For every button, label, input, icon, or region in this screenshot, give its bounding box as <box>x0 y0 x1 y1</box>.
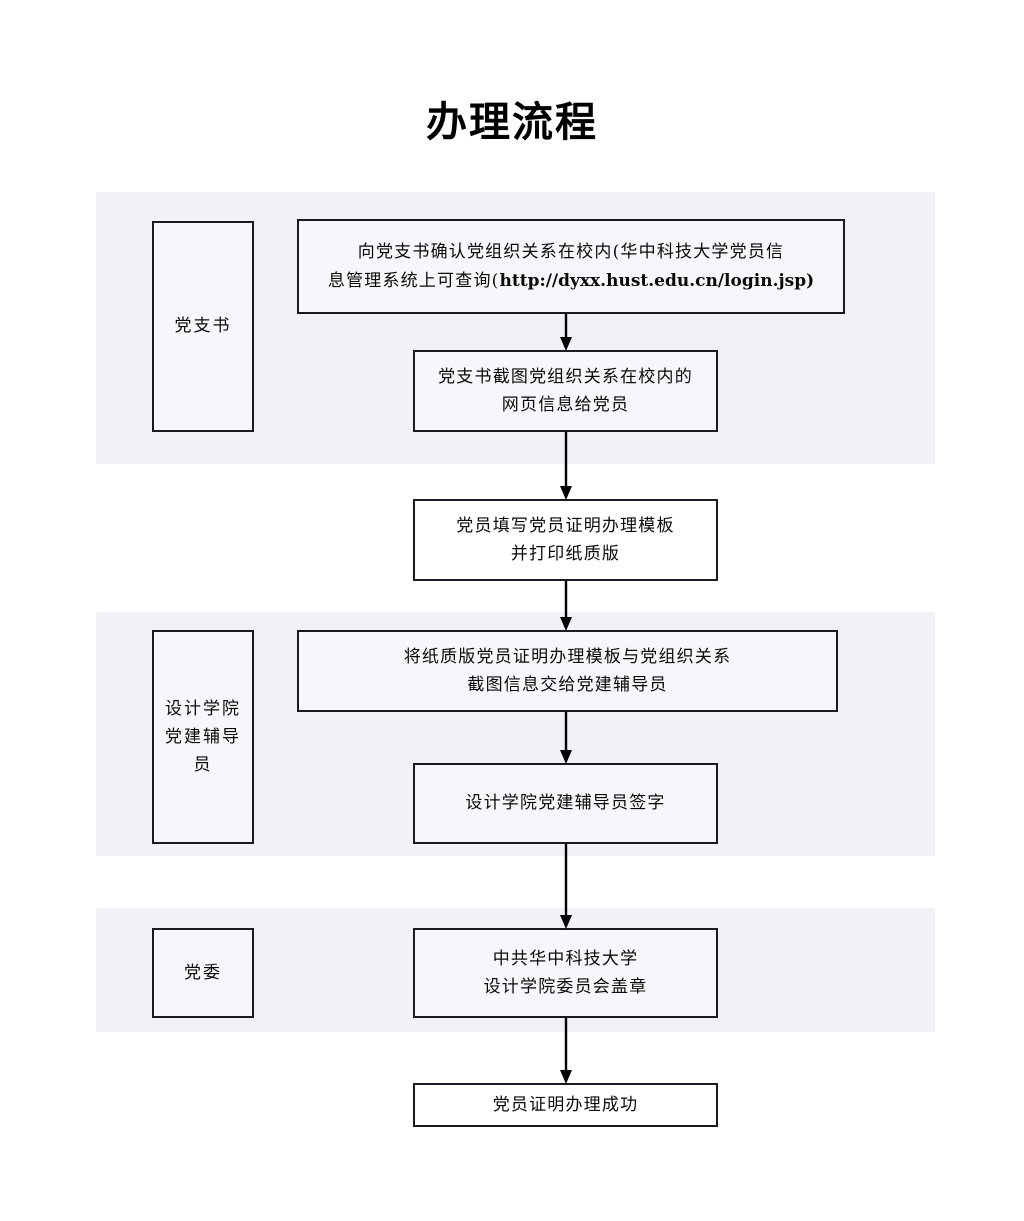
process-node-screenshot-webpage: 党支书截图党组织关系在校内的 网页信息给党员 <box>413 350 718 432</box>
confirm-line2-prefix: 息管理系统上可查询( <box>327 270 500 291</box>
lane-label-design-college-counselor: 设计学院 党建辅导员 <box>152 630 254 844</box>
process-node-confirm-relationship: 向党支书确认党组织关系在校内(华中科技大学党员信 息管理系统上可查询(http:… <box>297 219 845 314</box>
process-node-committee-seal: 中共华中科技大学 设计学院委员会盖章 <box>413 928 718 1018</box>
lane-label-design-college-counselor-line1: 设计学院 <box>165 698 241 719</box>
process-node-success: 党员证明办理成功 <box>413 1083 718 1127</box>
arrow-screenshot-to-fill <box>560 432 572 500</box>
process-node-committee-seal-line1: 中共华中科技大学 <box>492 948 639 969</box>
process-node-fill-template-line2: 并打印纸质版 <box>510 544 621 564</box>
confirm-line2-suffix: ) <box>806 270 815 291</box>
lane-label-party-committee-text: 党委 <box>184 962 222 983</box>
party-member-system-url: http://dyxx.hust.edu.cn/login.jsp <box>499 270 807 291</box>
lane-label-party-secretary-text: 党支书 <box>174 316 232 337</box>
process-node-success-line1: 党员证明办理成功 <box>492 1094 639 1115</box>
process-node-fill-template: 党员填写党员证明办理模板 并打印纸质版 <box>413 499 718 581</box>
process-node-confirm-relationship-line1: 向党支书确认党组织关系在校内(华中科技大学党员信 <box>357 242 785 263</box>
process-node-screenshot-webpage-line1: 党支书截图党组织关系在校内的 <box>438 366 693 387</box>
page-title: 办理流程 <box>426 98 598 146</box>
process-node-confirm-relationship-line2: 息管理系统上可查询(http://dyxx.hust.edu.cn/login.… <box>328 267 814 295</box>
arrow-confirm-to-screenshot <box>560 314 572 351</box>
process-node-fill-template-line1: 党员填写党员证明办理模板 <box>456 515 675 536</box>
arrow-seal-to-success <box>560 1018 572 1084</box>
process-node-submit-to-counselor-line1: 将纸质版党员证明办理模板与党组织关系 <box>403 646 732 667</box>
arrow-submit-to-signature <box>560 712 572 764</box>
process-node-submit-to-counselor: 将纸质版党员证明办理模板与党组织关系 截图信息交给党建辅导员 <box>297 630 838 712</box>
process-node-submit-to-counselor-line2: 截图信息交给党建辅导员 <box>467 675 668 695</box>
process-node-counselor-signature: 设计学院党建辅导员签字 <box>413 763 718 844</box>
process-node-committee-seal-line2: 设计学院委员会盖章 <box>483 977 648 997</box>
lane-label-design-college-counselor-line2: 党建辅导员 <box>165 726 241 776</box>
process-node-screenshot-webpage-line2: 网页信息给党员 <box>501 395 630 415</box>
lane-label-party-secretary: 党支书 <box>152 221 254 432</box>
arrow-signature-to-seal <box>560 844 572 929</box>
process-node-counselor-signature-line1: 设计学院党建辅导员签字 <box>465 793 666 814</box>
lane-label-party-committee: 党委 <box>152 928 254 1018</box>
arrow-fill-to-submit <box>560 581 572 631</box>
